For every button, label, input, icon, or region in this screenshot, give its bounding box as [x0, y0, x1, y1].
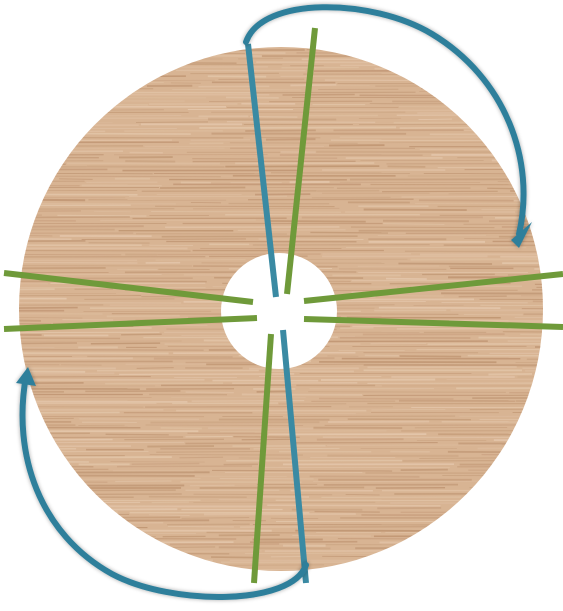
wood-disc	[10, 47, 563, 573]
wood-grain-streak	[377, 508, 441, 509]
wood-grain-streak	[161, 428, 202, 429]
wood-grain-streak	[310, 232, 388, 233]
wood-grain-streak	[523, 541, 563, 542]
wood-grain-streak	[290, 85, 336, 86]
wood-grain-streak	[267, 505, 440, 506]
wood-grain-streak	[411, 259, 563, 260]
wood-grain-streak	[57, 215, 146, 216]
wood-grain-streak	[459, 296, 507, 297]
wood-grain-streak	[364, 209, 467, 210]
wood-grain-streak	[186, 392, 234, 393]
wood-grain-streak	[90, 58, 145, 59]
wood-grain-streak	[509, 393, 563, 394]
wood-grain-streak	[308, 392, 506, 393]
wood-grain-streak	[121, 334, 162, 335]
wood-grain-streak	[321, 379, 435, 380]
wood-grain-streak	[538, 185, 563, 186]
wood-grain-streak	[84, 299, 174, 300]
wood-grain-streak	[106, 434, 169, 435]
wood-grain-streak	[10, 58, 69, 59]
wood-grain-streak	[401, 470, 448, 471]
wood-grain-streak	[386, 279, 427, 280]
wood-grain-streak	[10, 226, 144, 227]
wood-grain-streak	[470, 409, 563, 410]
wood-grain-streak	[258, 137, 321, 138]
wood-grain-streak	[388, 166, 426, 167]
wood-grain-streak	[191, 140, 250, 141]
wood-grain-streak	[10, 350, 204, 351]
wood-grain-streak	[536, 457, 563, 458]
wood-grain-streak	[340, 328, 373, 329]
wood-grain-streak	[146, 425, 304, 426]
wood-grain-streak	[535, 347, 563, 348]
wood-grain-streak	[242, 439, 292, 440]
wood-grain-streak	[212, 470, 392, 471]
wood-grain-streak	[10, 151, 123, 152]
wood-grain-streak	[351, 227, 494, 228]
wood-grain-streak	[168, 526, 234, 527]
wood-grain-streak	[172, 89, 301, 90]
wood-grain-streak	[91, 343, 160, 344]
wood-grain-streak	[50, 176, 220, 177]
wood-grain-streak	[256, 62, 442, 63]
wood-grain-streak	[10, 250, 191, 251]
wood-grain-streak	[179, 457, 223, 458]
center-hole	[221, 253, 337, 369]
wood-grain-streak	[59, 179, 92, 180]
wood-grain-streak	[315, 512, 380, 513]
wood-grain-streak	[100, 220, 256, 221]
wood-grain-streak	[79, 419, 199, 420]
wood-grain-streak	[156, 260, 246, 261]
wood-grain-streak	[405, 251, 563, 252]
wood-grain-streak	[10, 89, 153, 90]
wood-grain-streak	[418, 119, 452, 120]
wood-grain-streak	[10, 76, 124, 77]
wood-grain-streak	[456, 388, 563, 389]
wood-grain-streak	[283, 94, 355, 95]
wood-grain-streak	[463, 521, 563, 522]
wood-grain-streak	[178, 560, 213, 561]
wood-grain-streak	[85, 70, 170, 71]
wood-grain-streak	[10, 514, 129, 515]
wood-grain-streak	[516, 401, 563, 402]
wood-grain-streak	[67, 553, 229, 554]
wood-grain-streak	[383, 221, 469, 222]
wood-grain-streak	[494, 440, 563, 441]
wood-grain-streak	[125, 161, 175, 162]
wood-grain-streak	[199, 127, 396, 128]
wood-grain-streak	[107, 316, 180, 317]
wood-grain-streak	[480, 305, 551, 306]
wood-grain-streak	[478, 448, 563, 449]
wood-grain-streak	[10, 217, 130, 218]
wood-grain-streak	[337, 83, 531, 84]
wood-grain-streak	[268, 221, 365, 222]
wood-grain-streak	[147, 446, 214, 447]
wood-grain-streak	[488, 374, 532, 375]
wood-grain-streak	[149, 497, 247, 498]
wood-grain-streak	[172, 547, 216, 548]
wood-grain-streak	[211, 557, 258, 558]
wood-grain-streak	[10, 235, 52, 236]
wood-grain-streak	[82, 239, 246, 240]
wood-grain-streak	[364, 365, 543, 366]
wood-grain-streak	[209, 101, 253, 102]
wood-grain-streak	[137, 368, 174, 369]
wood-grain-streak	[10, 523, 163, 524]
wood-grain-streak	[328, 421, 429, 422]
wood-grain-streak	[348, 419, 471, 420]
wood-grain-streak	[117, 466, 252, 467]
wood-grain-streak	[316, 152, 514, 153]
wood-grain-streak	[492, 160, 561, 161]
wood-grain-streak	[132, 464, 200, 465]
wood-grain-streak	[10, 200, 85, 201]
wood-grain-streak	[200, 487, 365, 488]
wood-grain-streak	[10, 482, 107, 483]
wood-grain-streak	[73, 134, 190, 135]
wood-grain-streak	[10, 308, 78, 309]
wood-grain-streak	[10, 358, 133, 359]
wood-grain-streak	[136, 569, 308, 570]
